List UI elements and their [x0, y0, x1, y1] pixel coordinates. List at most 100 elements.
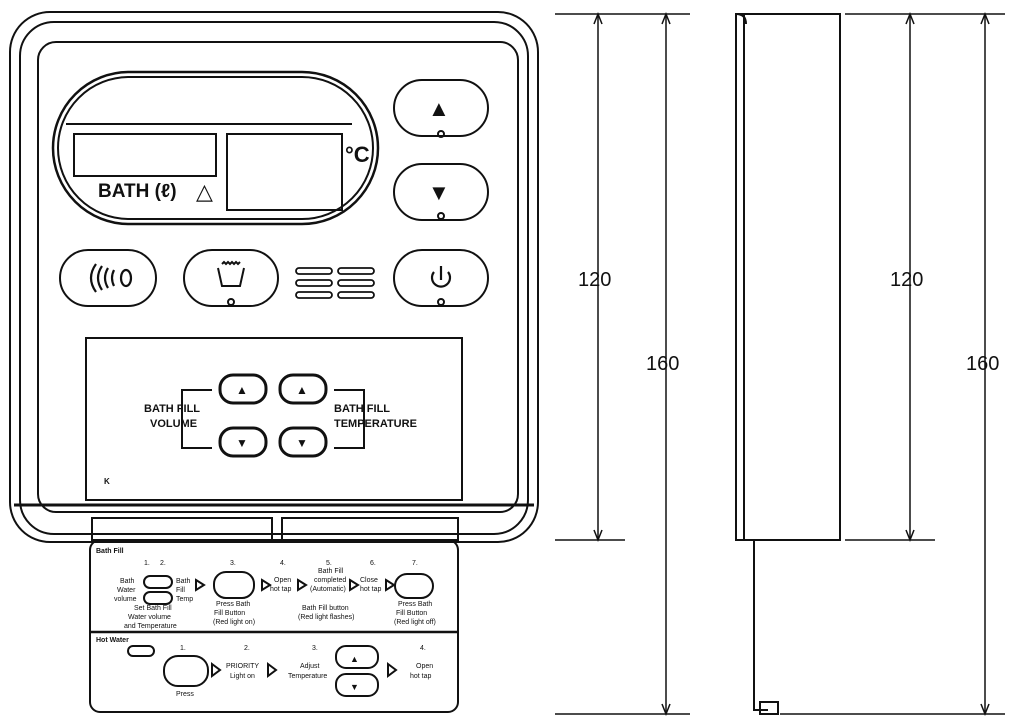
step-number: 4.: [420, 645, 426, 652]
step-number: 3.: [230, 560, 236, 567]
press-bath-fill-on-line: (Red light on): [213, 619, 255, 626]
bath-fill-led: [227, 298, 235, 306]
mini-down-icon: ▼: [350, 682, 359, 692]
outer-case-rim: [19, 21, 529, 535]
step-number: 5.: [326, 560, 332, 567]
flap-slot-left: [91, 517, 273, 541]
side-view-flap: [753, 540, 768, 711]
down-led: [437, 212, 445, 220]
volume-up-icon: ▲: [236, 383, 248, 397]
bath-fill-volume-title: BATH FILL: [144, 403, 200, 415]
k-mark: K: [104, 477, 110, 486]
bath-fill-temp-line: Fill: [176, 587, 185, 594]
instruction-text: Bath Fill 1. 2. 3. 4. 5. 6. 7. Bath Wate…: [96, 548, 436, 698]
temp-down-icon: ▼: [296, 436, 308, 450]
side-dimension-outer: 160: [966, 353, 999, 375]
temp-up-icon: ▲: [296, 383, 308, 397]
power-led: [437, 298, 445, 306]
set-bath-fill-line: Water volume: [128, 614, 171, 621]
flow-arrow: [195, 578, 206, 592]
bath-fill-completed-line: completed: [314, 577, 346, 584]
step-number: 4.: [280, 560, 286, 567]
volume-down-button[interactable]: [218, 426, 268, 458]
step-number: 1.: [180, 645, 186, 652]
voice-button[interactable]: [59, 249, 157, 307]
flow-arrow: [387, 662, 398, 678]
flow-arrow: [261, 578, 272, 592]
bath-fill-temp-line: Temp: [176, 596, 193, 603]
flow-arrow: [297, 578, 308, 592]
volume-down-icon: ▼: [236, 436, 248, 450]
press-bath-fill-off-line: Fill Button: [396, 610, 427, 617]
mini-temp-buttons: [143, 591, 173, 605]
side-view-body: [735, 13, 841, 541]
mini-bath-fill-button-on: [213, 571, 255, 599]
bath-fill-temp-subtitle: TEMPERATURE: [334, 418, 417, 430]
close-hot-tap-line: Close: [360, 577, 378, 584]
step-number: 6.: [370, 560, 376, 567]
bath-fill-temp-line: Bath: [176, 578, 191, 585]
flow-arrow: [385, 578, 396, 592]
volume-up-button[interactable]: [218, 373, 268, 405]
mini-up-button: [335, 645, 379, 669]
bath-icon: [217, 260, 245, 287]
front-dimensions: [555, 11, 690, 717]
down-arrow-icon: ▼: [428, 180, 450, 205]
step-number: 2.: [160, 560, 166, 567]
temp-down-button[interactable]: [278, 426, 328, 458]
bath-fill-flashes-line: Bath Fill button: [302, 605, 349, 612]
outer-case: [9, 11, 539, 543]
priority-light-line: Light on: [230, 673, 255, 680]
hot-water-indicator: [127, 645, 155, 657]
side-dimension-inner: 120: [890, 269, 923, 291]
temp-bracket: [334, 389, 365, 449]
bath-fill-temp-title: BATH FILL: [334, 403, 390, 415]
lower-panel: [85, 337, 463, 501]
bath-fill-completed-line: Bath Fill: [318, 568, 344, 575]
front-dimension-outer: 160: [646, 353, 679, 375]
temp-up-button[interactable]: [278, 373, 328, 405]
lcd-right-window: [226, 133, 343, 211]
display-bezel-inner: [57, 76, 374, 220]
flow-arrow: [267, 662, 278, 678]
speaker-grille: [295, 267, 375, 299]
step-number: 3.: [312, 645, 318, 652]
celsius-label: °C: [345, 142, 370, 167]
step-number: 1.: [144, 560, 150, 567]
press-label: Press: [176, 691, 194, 698]
press-bath-fill-off-line: (Red light off): [394, 619, 436, 626]
adjust-temp-line: Adjust: [300, 663, 320, 670]
lcd-left-window: [73, 133, 217, 177]
press-bath-fill-off-line: Press Bath: [398, 601, 432, 608]
adjust-temp-line: Temperature: [288, 673, 327, 680]
side-view-corner: [735, 13, 747, 25]
priority-light-line: PRIORITY: [226, 663, 259, 670]
step-number: 2.: [244, 645, 250, 652]
bath-fill-title: Bath Fill: [96, 548, 124, 555]
front-face: [37, 41, 519, 513]
voice-icon: [89, 263, 133, 293]
display-bezel: [51, 70, 380, 226]
set-bath-fill-line: and Temperature: [124, 623, 177, 630]
step-number: 7.: [412, 560, 418, 567]
up-led: [437, 130, 445, 138]
open-hot-tap-line: Open: [274, 577, 291, 584]
bath-fill-completed-line: (Automatic): [310, 586, 346, 593]
side-view-flap-tip: [759, 701, 779, 715]
mini-volume-buttons: [143, 575, 173, 589]
flow-arrow: [211, 662, 222, 678]
mini-down-button: [335, 673, 379, 697]
volume-bracket: [181, 389, 212, 449]
close-hot-tap-line: hot tap: [360, 586, 382, 593]
flap-slot-right: [281, 517, 459, 541]
instruction-flap: [89, 539, 459, 713]
mini-power-button: [163, 655, 209, 687]
open-hot-tap-2-line: hot tap: [410, 673, 432, 680]
bath-fill-volume-subtitle: VOLUME: [150, 418, 197, 430]
open-hot-tap-line: hot tap: [270, 586, 292, 593]
bath-fill-button[interactable]: [183, 249, 279, 307]
set-bath-fill-line: Set Bath Fill: [134, 605, 172, 612]
bath-water-volume-line: volume: [114, 596, 137, 603]
